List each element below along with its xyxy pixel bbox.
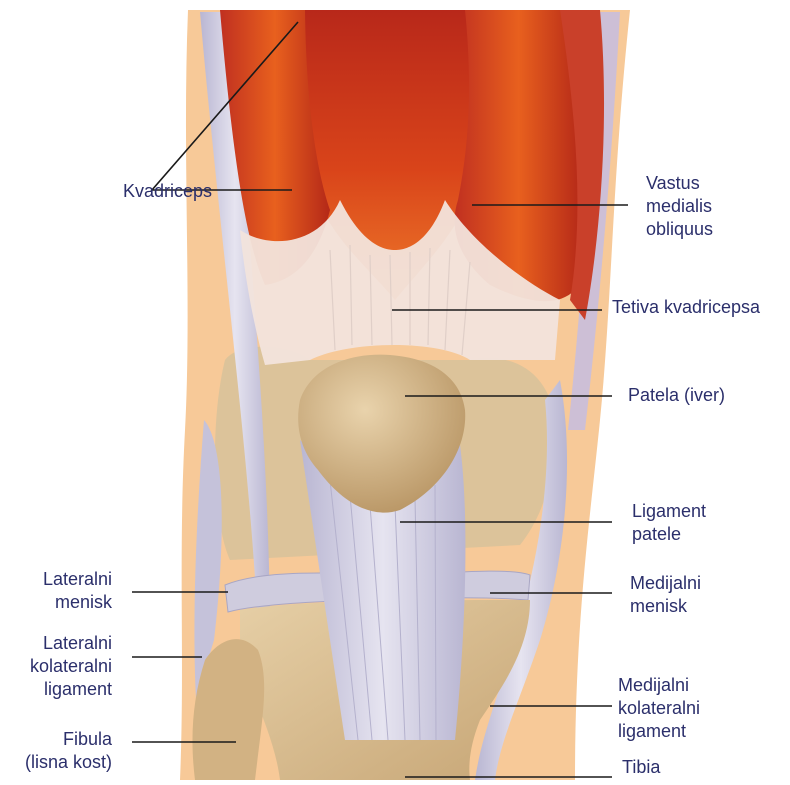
label-medijalni-menisk: Medijalni menisk (630, 572, 701, 618)
label-medijalni-kolateralni-ligament: Medijalni kolateralni ligament (618, 674, 700, 743)
label-ligament-patele: Ligament patele (632, 500, 706, 546)
label-lateralni-menisk: Lateralni menisk (6, 568, 112, 614)
label-tibia: Tibia (622, 756, 660, 779)
label-patela: Patela (iver) (628, 384, 725, 407)
label-kvadriceps: Kvadriceps (123, 180, 212, 203)
label-tetiva-kvadricepsa: Tetiva kvadricepsa (612, 296, 760, 319)
label-lateralni-kolateralni-ligament: Lateralni kolateralni ligament (4, 632, 112, 701)
label-fibula: Fibula (lisna kost) (4, 728, 112, 774)
label-vastus-medialis-obliquus: Vastus medialis obliquus (646, 172, 713, 241)
